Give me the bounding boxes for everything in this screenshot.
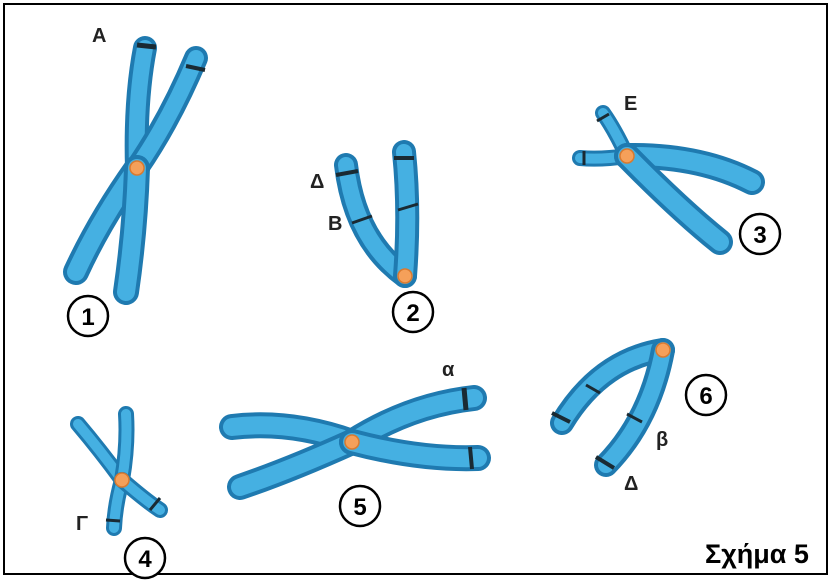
- number-circle-3: 3: [740, 214, 780, 254]
- band-mark: [464, 388, 466, 410]
- chromosome-5: [232, 388, 478, 487]
- centromere: [620, 149, 634, 163]
- gene-label-beta: β: [656, 429, 668, 451]
- figure-caption: Σχήμα 5: [705, 539, 809, 569]
- chromosome-1: [76, 45, 205, 292]
- svg-text:5: 5: [353, 494, 366, 521]
- svg-text:4: 4: [138, 546, 152, 573]
- band-mark: [470, 447, 472, 469]
- number-circle-6: 6: [686, 375, 726, 415]
- gene-label-alpha: α: [442, 359, 455, 381]
- chromosome-4: [78, 414, 160, 528]
- svg-text:2: 2: [406, 300, 419, 327]
- gene-label-A: Α: [92, 25, 106, 47]
- gene-label-B: Β: [328, 213, 342, 235]
- gene-label-Gamma: Γ: [76, 513, 88, 535]
- number-circle-4: 4: [125, 538, 165, 578]
- centromere: [130, 161, 144, 175]
- centromere: [398, 269, 412, 283]
- svg-text:1: 1: [81, 304, 94, 331]
- chromosome-2: [336, 152, 418, 283]
- band-mark: [137, 45, 156, 47]
- chromosome-3: [580, 113, 752, 242]
- number-circle-5: 5: [340, 486, 380, 526]
- gene-label-E: Ε: [624, 93, 637, 115]
- centromere: [345, 435, 359, 449]
- gene-label-Delta: Δ: [310, 171, 324, 193]
- band-mark: [106, 520, 120, 521]
- chromosome-6: [552, 343, 670, 468]
- svg-text:6: 6: [699, 383, 712, 410]
- centromere: [115, 473, 129, 487]
- gene-label-Delta: Δ: [624, 473, 638, 495]
- number-circle-1: 1: [68, 296, 108, 336]
- number-circle-2: 2: [393, 292, 433, 332]
- centromere: [656, 343, 670, 357]
- svg-text:3: 3: [753, 222, 766, 249]
